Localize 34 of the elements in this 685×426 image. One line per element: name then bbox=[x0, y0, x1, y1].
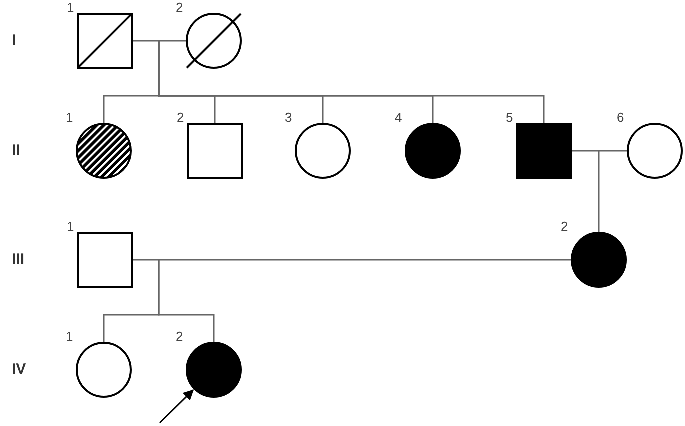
individual-number: 6 bbox=[617, 111, 624, 124]
individual-number: 1 bbox=[67, 220, 74, 233]
couple-line bbox=[133, 259, 571, 261]
female-circle bbox=[405, 123, 461, 179]
individual-number: 5 bbox=[506, 111, 514, 124]
individual-number: 2 bbox=[561, 220, 568, 233]
generation-label: IV bbox=[12, 362, 26, 377]
couple-line bbox=[133, 40, 186, 42]
individual-number: 2 bbox=[177, 111, 184, 124]
female-circle bbox=[186, 13, 242, 69]
female-circle bbox=[76, 342, 132, 398]
individual-number: 1 bbox=[66, 111, 74, 124]
generation-label: II bbox=[12, 143, 20, 158]
individual-number: 4 bbox=[395, 111, 402, 124]
pointer-arrow bbox=[159, 390, 194, 424]
individual-number: 2 bbox=[176, 330, 184, 343]
male-square bbox=[187, 123, 243, 179]
descent-line bbox=[158, 260, 215, 342]
male-square bbox=[77, 13, 133, 69]
individual-number: 3 bbox=[285, 111, 292, 124]
individual-number: 1 bbox=[66, 330, 74, 343]
male-square bbox=[516, 123, 572, 179]
female-circle bbox=[76, 123, 132, 179]
male-square bbox=[77, 232, 133, 288]
descent-line bbox=[598, 151, 600, 232]
couple-line bbox=[572, 150, 627, 152]
generation-label: I bbox=[12, 33, 16, 48]
female-circle bbox=[295, 123, 351, 179]
generation-label: III bbox=[12, 252, 25, 267]
individual-number: 2 bbox=[176, 1, 184, 14]
female-circle bbox=[571, 232, 627, 288]
female-circle bbox=[186, 342, 242, 398]
individual-number: 1 bbox=[67, 1, 74, 14]
female-circle bbox=[627, 123, 683, 179]
